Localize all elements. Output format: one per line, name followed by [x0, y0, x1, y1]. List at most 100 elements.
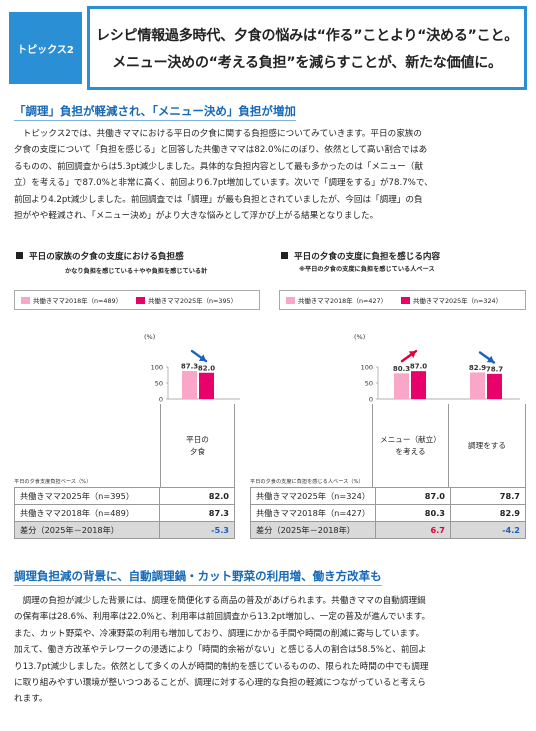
- para-line: 立）を考える」で87.0%と非常に高く、前回より6.7pt増加しています。次いで…: [14, 178, 433, 189]
- y-tick-label: 100: [151, 364, 163, 372]
- bar-value-label: 78.7: [486, 365, 503, 373]
- table-cell-label: 差分（2025年－2018年）: [249, 521, 377, 539]
- bar-2018: [470, 372, 485, 399]
- para-line: 担がやや軽減され、「メニュー決め」がより大きな悩みとして浮かび上がる結果となりま…: [14, 211, 379, 222]
- arrow-head: [486, 355, 494, 363]
- right-category-box-menu: メニュー（献立）を考える: [372, 404, 449, 488]
- para-line: り13.7pt減少しました。依然として多くの人が時間的制約を感じているものの、限…: [14, 661, 429, 672]
- para-line: るものの、前回調査からは5.3pt減少しました。具体的な負担内容として最も多かっ…: [14, 161, 423, 172]
- table-cell-label: 差分（2025年－2018年）: [14, 521, 160, 539]
- para-line: に取り組みやすい環境が整いつつあることが、調理に対する心理的な負担の軽減につなが…: [14, 678, 426, 689]
- table-cell-label: 共働きママ2018年（n=489）: [14, 504, 160, 522]
- bar-value-label: 82.0: [198, 364, 215, 372]
- para-line: 前回より4.2pt減少しました。前回調査では「調理」が最も負担とされていましたが…: [14, 194, 423, 205]
- para-line: 調理の負担が減少した背景には、調理を簡便化する商品の普及があげられます。共働きマ…: [14, 596, 426, 606]
- headline-box: レシピ情報過多時代、夕食の悩みは“作る”ことより“決める”こと。 メニュー決めの…: [87, 6, 527, 90]
- legend-swatch-dark-pink: [401, 296, 410, 304]
- bar-2025: [199, 372, 214, 399]
- table-row-diff: 差分（2025年－2018年） 6.7 -4.2: [249, 521, 526, 539]
- left-data-table: 共働きママ2025年（n=395） 82.0 共働きママ2018年（n=489）…: [14, 487, 235, 539]
- bar-2018: [182, 371, 197, 399]
- left-chart-title-text: 平日の家族の夕食の支度における負担感: [29, 252, 184, 262]
- table-cell-value: 82.9: [450, 504, 526, 522]
- y-tick-label: 0: [159, 396, 163, 404]
- category-label-cooking: 調理をする: [468, 441, 506, 450]
- right-chart-subtitle: ※平日の夕食の支度に負担を感じている人ベース: [299, 266, 435, 273]
- table-cell-label: 共働きママ2025年（n=324）: [249, 487, 377, 505]
- table-cell-value: 80.3: [375, 504, 451, 522]
- section1-paragraph: トピックス2では、共働きママにおける平日の夕食に関する負担感についてみていきます…: [14, 126, 526, 224]
- table-row: 共働きママ2025年（n=324） 87.0 78.7: [249, 487, 526, 505]
- bar-value-label: 87.0: [410, 363, 427, 371]
- legend-item-2018: 共働きママ2018年（n=489）: [21, 296, 122, 305]
- table-cell-diff-value: -5.3: [159, 521, 235, 539]
- topic-tag: トピックス2: [9, 12, 82, 84]
- bar-2025: [487, 373, 502, 399]
- headline-line-2: メニュー決めの“考える負担”を減らすことが、新たな価値に。: [112, 54, 502, 71]
- table-cell-diff-value: 6.7: [375, 521, 451, 539]
- table-row: 共働きママ2025年（n=395） 82.0: [14, 487, 235, 505]
- left-category-box: 平日の夕食: [160, 404, 235, 488]
- section1-heading: 「調理」負担が軽減され、「メニュー決め」負担が増加: [14, 103, 296, 121]
- para-line: 夕食の支度について「負担を感じる」と回答した共働きママは82.0%にのぼり、依然…: [14, 145, 428, 156]
- table-cell-value: 87.3: [159, 504, 235, 522]
- legend-swatch-dark-pink: [136, 296, 145, 304]
- right-category-box-cooking: 調理をする: [449, 404, 526, 488]
- right-table-note: 平日の夕食の支度に負担を感じる人ベース（%）: [250, 479, 364, 485]
- left-chart-subtitle: かなり負担を感じている＋やや負担を感じている計: [65, 268, 208, 275]
- y-axis-unit: (%): [144, 333, 155, 341]
- right-data-table: 共働きママ2025年（n=324） 87.0 78.7 共働きママ2018年（n…: [249, 487, 526, 539]
- bullet-square-icon: [16, 252, 23, 259]
- right-chart-title: 平日の夕食の支度に負担を感じる内容: [281, 250, 440, 262]
- legend-item-2018: 共働きママ2018年（n=427）: [286, 296, 387, 305]
- category-label-weekday-dinner: 平日の夕食: [186, 435, 209, 456]
- category-label-menu: メニュー（献立）を考える: [380, 435, 441, 456]
- legend-item-2025: 共働きママ2025年（n=324）: [401, 296, 502, 305]
- table-cell-label: 共働きママ2025年（n=395）: [14, 487, 160, 505]
- legend-item-2025: 共働きママ2025年（n=395）: [136, 296, 237, 305]
- para-line: また、カット野菜や、冷凍野菜の利用も増加しており、調理にかかる手間や時間の削減に…: [14, 628, 425, 639]
- right-chart-title-text: 平日の夕食の支度に負担を感じる内容: [294, 252, 441, 262]
- section2-paragraph: 調理の負担が減少した背景には、調理を簡便化する商品の普及があげられます。共働きマ…: [14, 593, 526, 708]
- trend-down-arrow-icon: [190, 349, 208, 363]
- right-legend: 共働きママ2018年（n=427） 共働きママ2025年（n=324）: [279, 290, 526, 310]
- trend-up-arrow-icon: [400, 349, 418, 363]
- y-tick-label: 50: [365, 380, 373, 388]
- para-line: れます。: [14, 694, 48, 705]
- table-cell-diff-value: -4.2: [450, 521, 526, 539]
- arrow-head: [198, 354, 206, 362]
- section2-heading: 調理負担減の背景に、自動調理鍋・カット野菜の利用増、働き方改革も: [14, 568, 382, 586]
- arrow-head: [408, 351, 416, 358]
- left-legend: 共働きママ2018年（n=489） 共働きママ2025年（n=395）: [14, 290, 260, 310]
- para-line: トピックス2では、共働きママにおける平日の夕食に関する負担感についてみていきます…: [14, 129, 422, 139]
- table-row: 共働きママ2018年（n=489） 87.3: [14, 504, 235, 522]
- bar-value-label: 82.9: [469, 364, 486, 372]
- para-line: 加えて、働き方改革やテレワークの浸透により「時間的余裕がない」と感じる人の割合は…: [14, 645, 427, 656]
- para-line: の保有率は28.6%、利用率は22.0%と、利用率は前回調査から13.2pt増加…: [14, 612, 431, 623]
- table-row: 共働きママ2018年（n=427） 80.3 82.9: [249, 504, 526, 522]
- bar-2025: [411, 371, 426, 399]
- y-axis-unit: (%): [354, 333, 365, 341]
- bar-2018: [394, 373, 409, 399]
- left-table-note: 平日の夕食支度負担ベース（%）: [14, 479, 92, 485]
- table-cell-value: 82.0: [159, 487, 235, 505]
- table-cell-value: 78.7: [450, 487, 526, 505]
- table-cell-label: 共働きママ2018年（n=427）: [249, 504, 377, 522]
- table-row-diff: 差分（2025年－2018年） -5.3: [14, 521, 235, 539]
- table-cell-value: 87.0: [375, 487, 451, 505]
- left-chart-title: 平日の家族の夕食の支度における負担感: [16, 250, 184, 262]
- trend-down-arrow-icon: [478, 351, 496, 364]
- legend-swatch-light-pink: [286, 296, 295, 304]
- bar-value-label: 80.3: [393, 365, 410, 373]
- legend-swatch-light-pink: [21, 296, 30, 304]
- bar-value-label: 87.3: [181, 363, 198, 371]
- y-tick-label: 0: [369, 396, 373, 404]
- bullet-square-icon: [281, 252, 288, 259]
- headline-line-1: レシピ情報過多時代、夕食の悩みは“作る”ことより“決める”こと。: [95, 27, 519, 44]
- y-tick-label: 100: [361, 364, 373, 372]
- y-tick-label: 50: [155, 380, 163, 388]
